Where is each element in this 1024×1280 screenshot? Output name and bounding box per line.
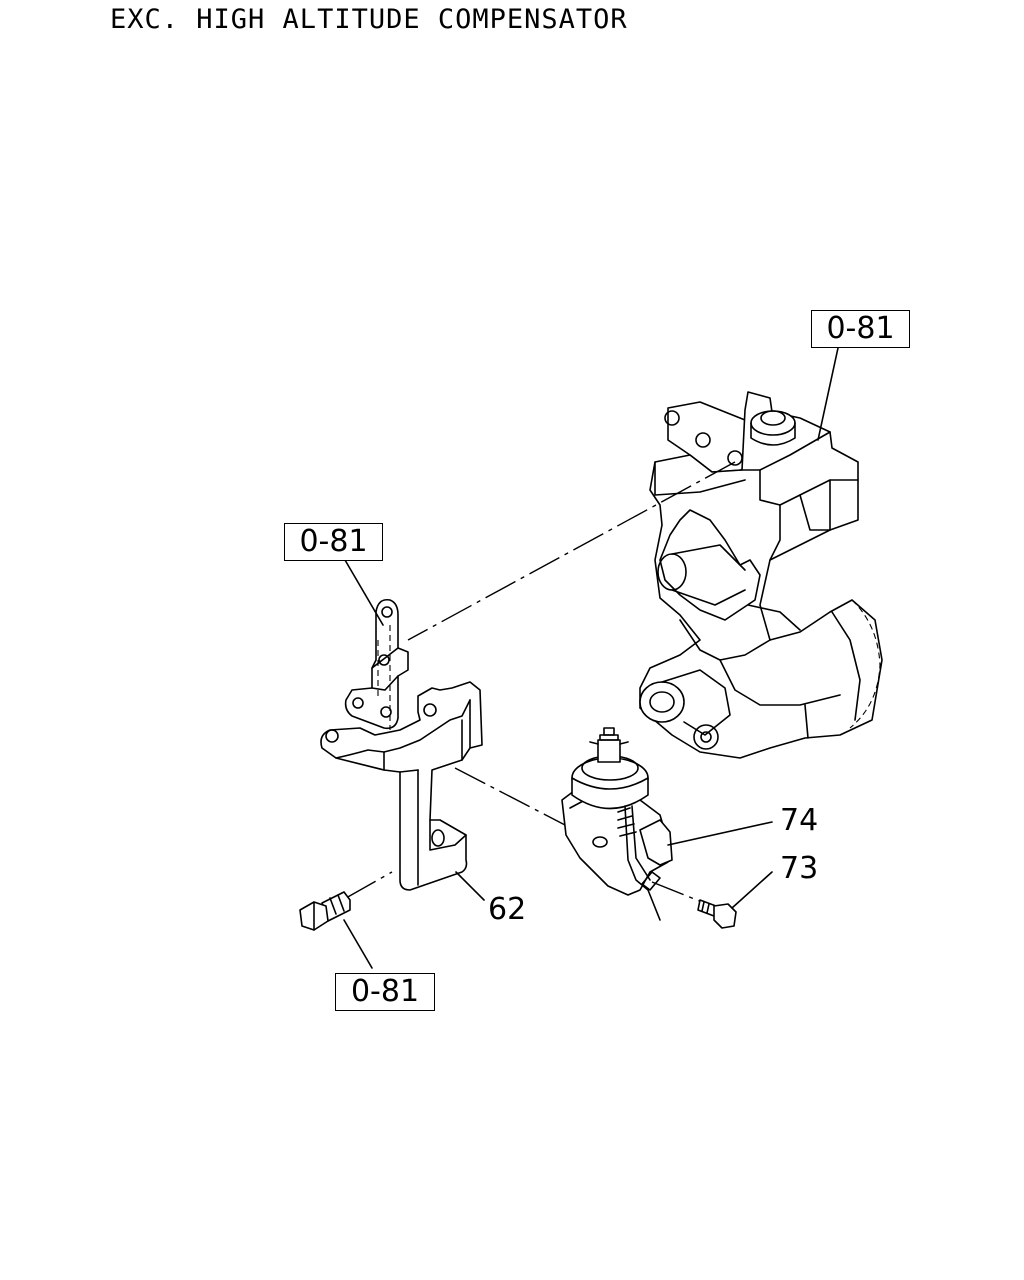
alignment-line-lower <box>454 767 566 826</box>
pump-housing <box>639 391 883 759</box>
upper-bracket-ref-leader <box>344 559 384 626</box>
bracket-62-leader <box>455 871 485 901</box>
engine-ref-box[interactable]: 0-81 <box>811 310 910 348</box>
bracket-62 <box>320 681 483 891</box>
callout-62: 62 <box>488 892 527 927</box>
alignment-line-small-bolt <box>651 881 703 903</box>
upper-bracket <box>344 598 409 730</box>
alignment-line-bolt <box>345 871 393 899</box>
upper-bracket-ref-box[interactable]: 0-81 <box>284 523 383 561</box>
bolt-ref-leader <box>343 919 373 969</box>
compensator-74 <box>561 727 673 921</box>
diagram-title: EXC. HIGH ALTITUDE COMPENSATOR <box>110 4 628 35</box>
bolt-lower <box>299 891 351 931</box>
callout-74: 74 <box>780 803 819 838</box>
bolt-ref-box[interactable]: 0-81 <box>335 973 435 1011</box>
bolt-73 <box>697 899 737 929</box>
callout-73: 73 <box>780 851 819 886</box>
bolt-73-leader <box>731 871 773 909</box>
alignment-line-upper <box>407 461 736 641</box>
engine-ref-leader <box>817 347 839 441</box>
compensator-74-leader <box>667 821 773 846</box>
